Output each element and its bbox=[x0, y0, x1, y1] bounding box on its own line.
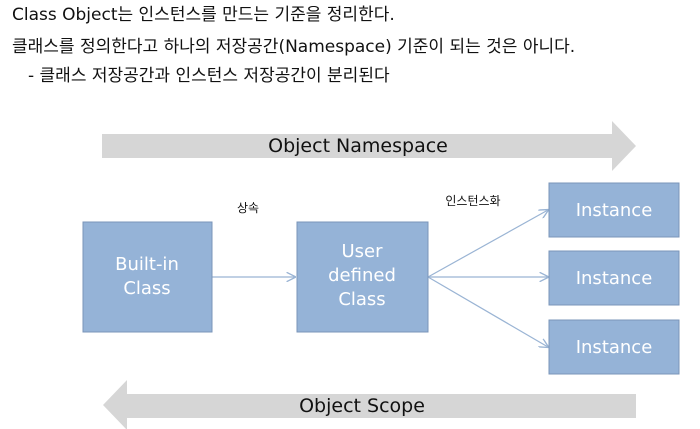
builtin-class-rect bbox=[82, 221, 213, 333]
user-class-box: User defined Class bbox=[296, 221, 429, 333]
user-class-label-line-1: User bbox=[341, 241, 383, 262]
description-line-1: Class Object는 인스턴스를 만드는 기준을 정리한다. bbox=[12, 5, 395, 25]
instantiate-edge-3 bbox=[427, 276, 548, 347]
user-class-rect bbox=[296, 221, 429, 333]
builtin-class-label-line-2: Class bbox=[123, 278, 170, 299]
instance-box-3: Instance bbox=[548, 319, 680, 375]
inherit-label: 상속 bbox=[237, 201, 259, 215]
object-scope-arrow-shape bbox=[103, 380, 636, 429]
object-namespace-arrow-shape bbox=[102, 121, 636, 171]
user-class-label-line-2: defined bbox=[328, 265, 396, 286]
user-class-label-line-3: Class bbox=[338, 289, 385, 310]
instantiate-edge-1 bbox=[427, 210, 548, 278]
instance-rect-3 bbox=[548, 319, 680, 375]
instance-rect-1 bbox=[548, 182, 680, 238]
instance-box-1: Instance bbox=[548, 182, 680, 238]
instance-label-3: Instance bbox=[576, 337, 653, 358]
description-line-3: - 클래스 저장공간과 인스턴스 저장공간이 분리된다 bbox=[28, 66, 390, 86]
instance-label-1: Instance bbox=[576, 200, 653, 221]
builtin-class-box: Built-in Class bbox=[82, 221, 213, 333]
object-scope-label: Object Scope bbox=[299, 395, 425, 417]
description-line-2: 클래스를 정의한다고 하나의 저장공간(Namespace) 기준이 되는 것은… bbox=[12, 37, 576, 57]
instance-label-2: Instance bbox=[576, 268, 653, 289]
instance-box-2: Instance bbox=[548, 250, 680, 306]
object-scope-arrow: Object Scope bbox=[103, 380, 636, 429]
instantiate-label: 인스턴스화 bbox=[445, 194, 500, 208]
instance-rect-2 bbox=[548, 250, 680, 306]
object-namespace-label: Object Namespace bbox=[268, 135, 448, 157]
builtin-class-label-line-1: Built-in bbox=[115, 254, 179, 275]
object-namespace-arrow: Object Namespace bbox=[102, 121, 636, 171]
